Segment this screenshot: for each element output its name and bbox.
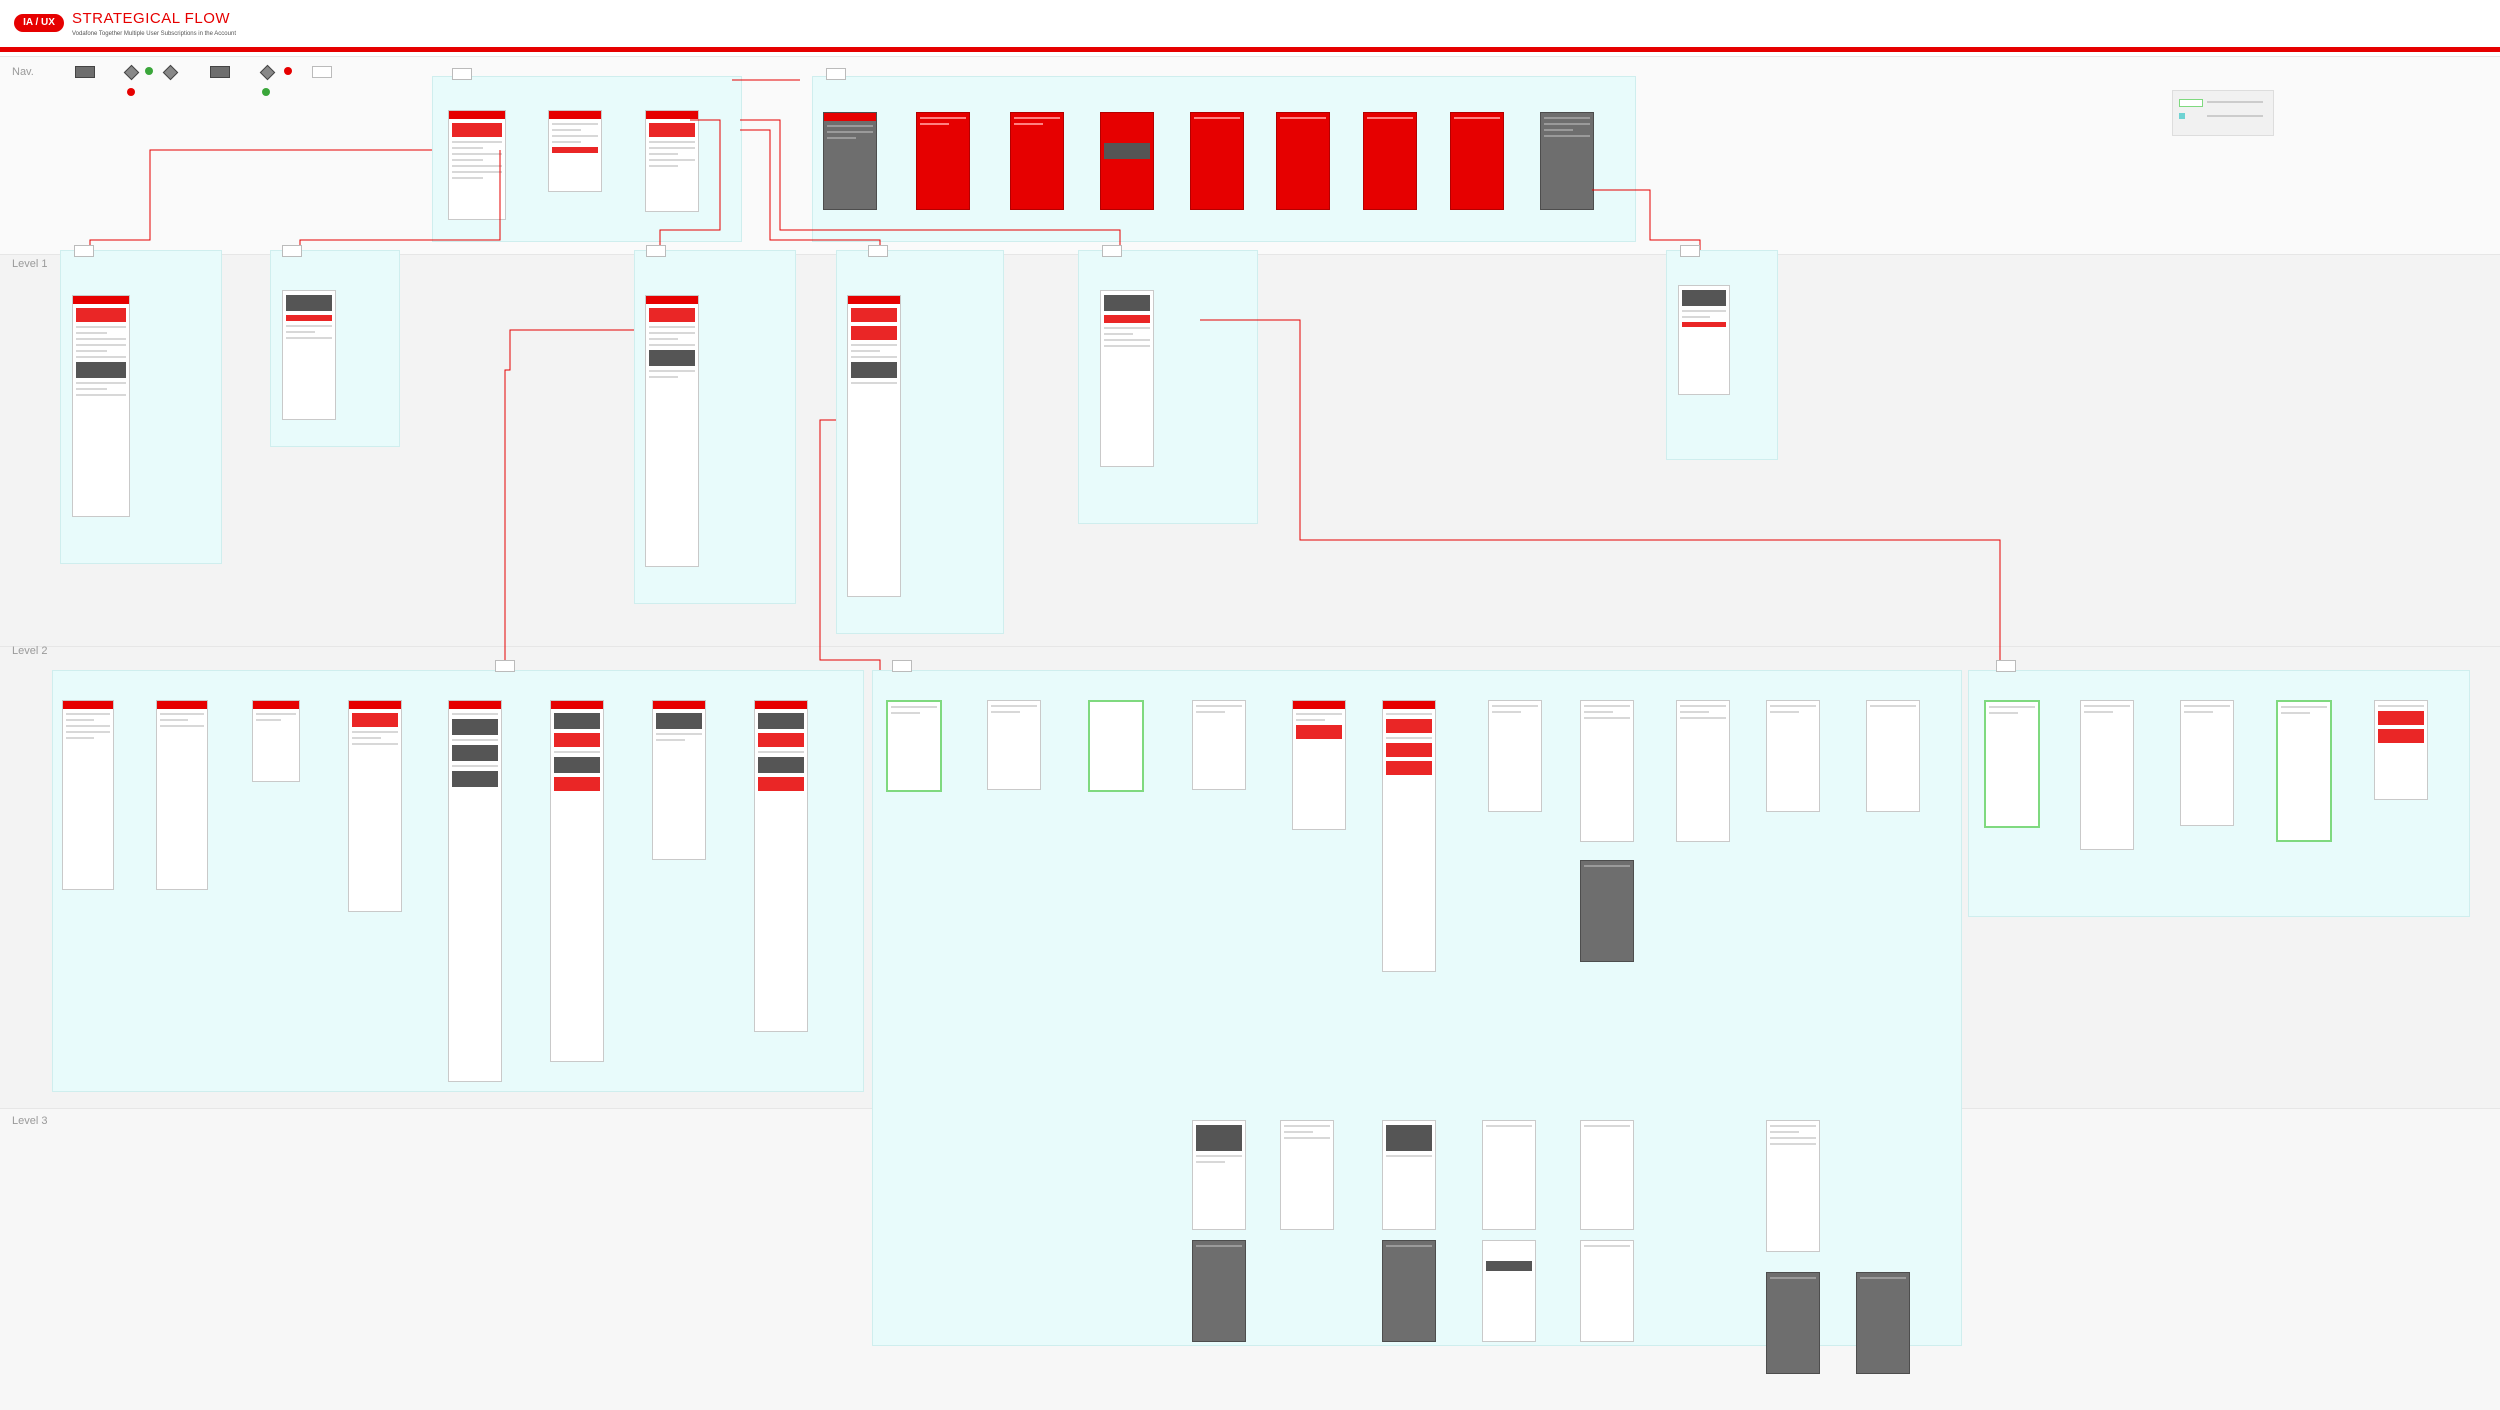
panel-tag: [868, 245, 888, 257]
mockup-qr-code: [1192, 1120, 1246, 1230]
flow-no-dot: [127, 88, 135, 96]
mockup-benefits-view-2: [550, 700, 604, 1062]
mockup-network-view: [1580, 700, 1634, 842]
mockup-qr-code-2: [1382, 1120, 1436, 1230]
page-subtitle: Vodafone Together Multiple User Subscrip…: [72, 31, 236, 37]
mockup-upgrade-usage: [2080, 700, 2134, 850]
mockup-dialog-1: [1192, 1240, 1246, 1342]
panel-tag: [452, 68, 472, 80]
header-divider: [0, 47, 2500, 52]
mockup-sim-view: [1292, 700, 1346, 830]
level-label-nav: Nav.: [12, 66, 34, 78]
mockup-upgrade-plan: [1984, 700, 2040, 828]
mockup-upgrade-extras: [2276, 700, 2332, 842]
panel-tag: [74, 245, 94, 257]
mockup-usage-view: [62, 700, 114, 890]
mockup-entertainment-view: [652, 700, 706, 860]
mockup-different-bill: [282, 290, 336, 420]
panel-tag: [495, 660, 515, 672]
mockup-subscription-list: [1100, 290, 1154, 467]
panel-tag: [1680, 245, 1700, 257]
mockup-dialog-4: [1856, 1272, 1910, 1374]
page-header: IA / UX STRATEGICAL FLOW Vodafone Togeth…: [0, 0, 2500, 52]
mockup-dialog-3: [1766, 1272, 1820, 1374]
flow-node: [210, 66, 230, 78]
mockup-onboarding-7: [1450, 112, 1504, 210]
mockup-mobile-view: [72, 295, 130, 517]
mockup-onboarding-4: [1190, 112, 1244, 210]
mockup-add-subscription: [823, 112, 877, 210]
mockup-empty-device: [1580, 1240, 1634, 1342]
flow-no-dot: [284, 67, 292, 75]
mockup-network-dialog: [1580, 860, 1634, 962]
mockup-dialog-2: [1382, 1240, 1436, 1342]
mockup-plan-view: [886, 700, 942, 792]
mockup-onboarding-1: [916, 112, 970, 210]
mockup-entertainment-view-2: [754, 700, 808, 1032]
legend-box: [2172, 90, 2274, 136]
panel-tag: [1996, 660, 2016, 672]
mockup-hub-login: [645, 110, 699, 212]
mockup-onboarding-3: [1100, 112, 1154, 210]
panel-tag: [282, 245, 302, 257]
panel-tag: [826, 68, 846, 80]
mockup-hamburger-menu: [1540, 112, 1594, 210]
mockup-network-view-3: [1766, 700, 1820, 812]
mockup-upgrade-view: [2374, 700, 2428, 800]
mockup-hub-view: [645, 295, 699, 567]
mockup-empty-state: [1678, 285, 1730, 395]
page-title: STRATEGICAL FLOW: [72, 10, 231, 27]
mockup-device-graphic: [1482, 1120, 1536, 1230]
flow-end-tag: [312, 66, 332, 78]
mockup-upgrade-billing: [2180, 700, 2234, 826]
flow-yes-dot: [145, 67, 153, 75]
mockup-plans-view: [252, 700, 300, 782]
mockup-usage-view-sub: [987, 700, 1041, 790]
flow-yes-dot: [262, 88, 270, 96]
mockup-device-graphic-2: [1580, 1120, 1634, 1230]
mockup-billing-view: [348, 700, 402, 912]
mockup-device-view: [1192, 700, 1246, 790]
mockup-login: [448, 110, 506, 220]
mockup-settings-list: [1766, 1120, 1820, 1252]
mockup-qr-details: [1280, 1120, 1334, 1230]
flow-node: [75, 66, 95, 78]
ia-ux-badge: IA / UX: [14, 14, 64, 32]
mockup-login-page: [548, 110, 602, 192]
mockup-onboarding-2: [1010, 112, 1064, 210]
mockup-onboarding-5: [1276, 112, 1330, 210]
level-label-1: Level 1: [12, 258, 48, 270]
level-label-3: Level 3: [12, 1115, 48, 1127]
mockup-device-box: [1482, 1240, 1536, 1342]
mockup-onboarding-6: [1363, 112, 1417, 210]
mockup-network-view-4: [1866, 700, 1920, 812]
panel-tag: [646, 245, 666, 257]
mockup-usage-view-2: [156, 700, 208, 890]
mockup-hardware-view: [1488, 700, 1542, 812]
panel-tag: [1102, 245, 1122, 257]
mockup-broadband: [847, 295, 901, 597]
level-label-2: Level 2: [12, 645, 48, 657]
mockup-network-view-2: [1676, 700, 1730, 842]
panel-tag: [892, 660, 912, 672]
mockup-billing-view-sub: [1088, 700, 1144, 792]
mockup-sim-view-2: [1382, 700, 1436, 972]
mockup-benefits-view: [448, 700, 502, 1082]
